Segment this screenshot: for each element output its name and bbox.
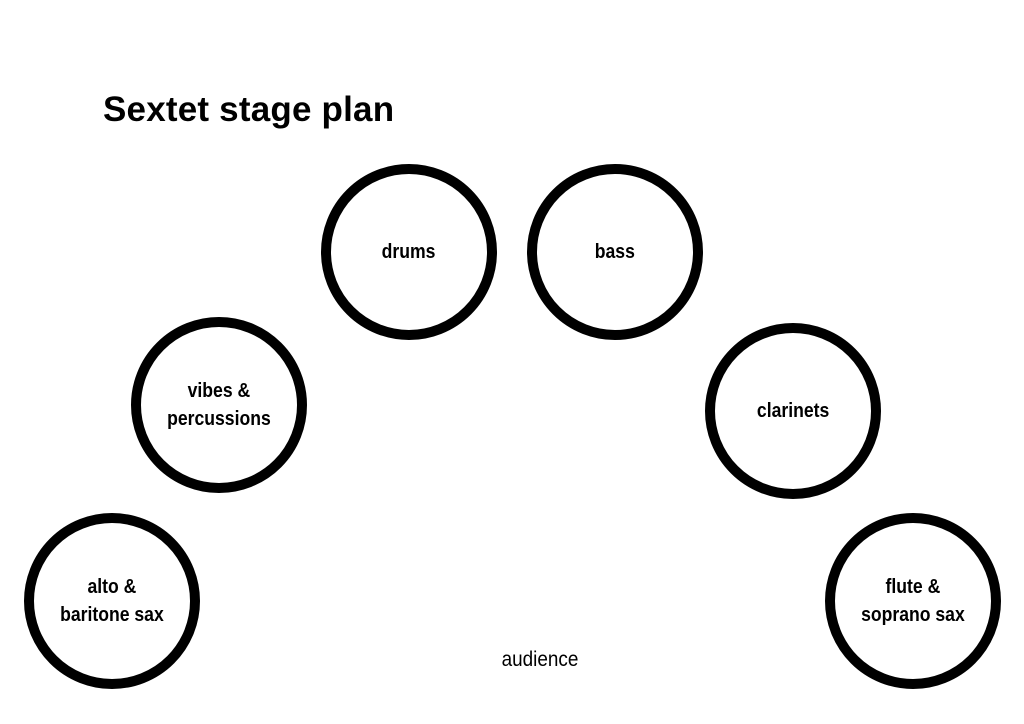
audience-label: audience (501, 648, 579, 671)
position-alto-baritone-sax: alto & baritone sax (24, 513, 200, 689)
position-label: clarinets (756, 400, 830, 422)
position-label: drums (382, 241, 436, 263)
position-flute-soprano-sax: flute & soprano sax (825, 513, 1001, 689)
position-drums: drums (321, 164, 497, 340)
position-label: alto & baritone sax (60, 576, 164, 626)
position-label: flute & soprano sax (861, 576, 965, 626)
position-clarinets: clarinets (705, 323, 881, 499)
page-title: Sextet stage plan (103, 90, 395, 129)
position-bass: bass (527, 164, 703, 340)
position-label: bass (594, 241, 636, 263)
position-vibes-percussions: vibes & percussions (131, 317, 307, 493)
position-label: vibes & percussions (167, 380, 271, 430)
